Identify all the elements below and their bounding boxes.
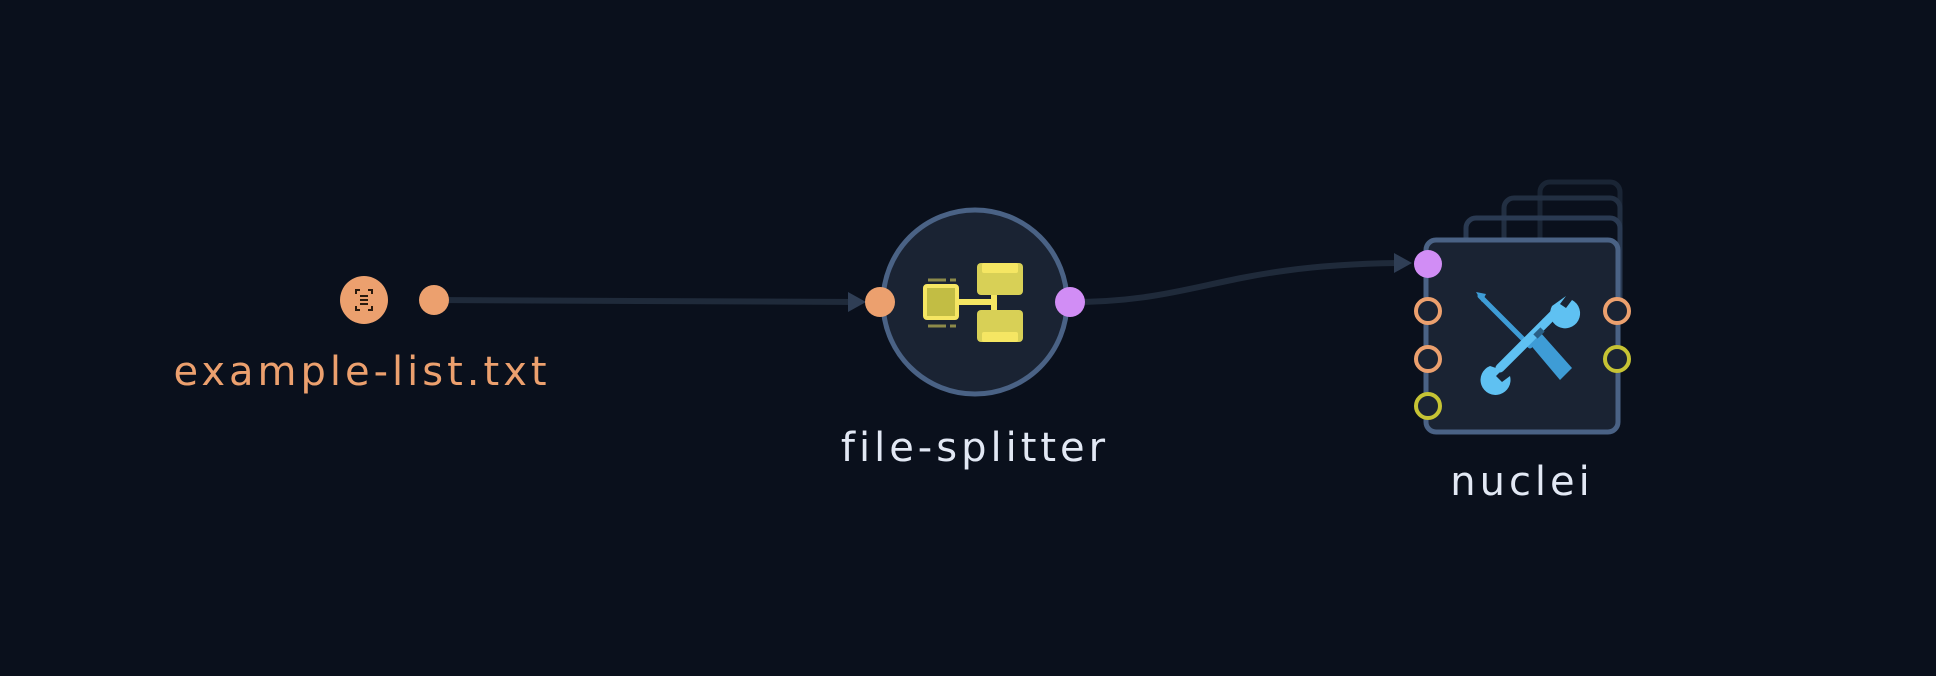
nuclei-node[interactable] — [1414, 179, 1631, 435]
splitter-input-port[interactable] — [865, 287, 895, 317]
input-node[interactable] — [340, 276, 449, 324]
edge-input-to-splitter — [433, 297, 859, 305]
edge-arrowhead — [848, 292, 866, 312]
splitter-output-port[interactable] — [1055, 287, 1085, 317]
input-node-label: example-list.txt — [173, 349, 551, 395]
file-splitter-label: file-splitter — [840, 425, 1110, 471]
nuclei-output-port[interactable] — [1603, 345, 1631, 373]
nuclei-input-port[interactable] — [1414, 250, 1442, 278]
file-splitter-node[interactable] — [865, 207, 1085, 397]
edge-arrowhead — [1394, 253, 1412, 273]
nuclei-label: nuclei — [1450, 459, 1594, 505]
edge-splitter-to-nuclei — [1069, 260, 1401, 305]
file-split-icon — [923, 263, 1023, 342]
nuclei-input-port[interactable] — [1414, 345, 1442, 373]
nuclei-input-port[interactable] — [1414, 392, 1442, 420]
nuclei-output-port[interactable] — [1603, 297, 1631, 325]
file-list-icon — [355, 289, 373, 311]
nuclei-input-port[interactable] — [1414, 297, 1442, 325]
input-output-port[interactable] — [419, 285, 449, 315]
tools-icon — [1476, 292, 1581, 395]
